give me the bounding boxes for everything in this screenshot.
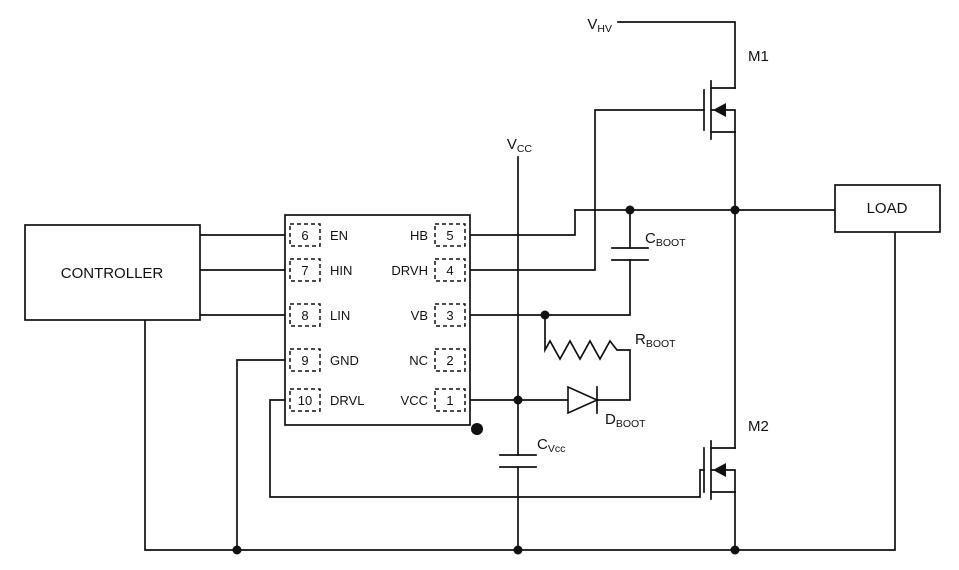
vhv-supply-label: VHV: [587, 16, 612, 35]
cboot-label: CBOOT: [645, 230, 686, 249]
m2-label: M2: [748, 418, 769, 435]
pin-box-2: [434, 348, 466, 372]
dboot-label: DBOOT: [605, 411, 646, 430]
pin-name-drvl: DRVL: [330, 393, 364, 408]
pin-name-hb: HB: [410, 228, 428, 243]
pin-box-1: [434, 388, 466, 412]
pin-number-9: 9: [301, 353, 308, 368]
pin-box-5: [434, 223, 466, 247]
wire-vhv-to-m1-drain: [617, 21, 736, 89]
pin-number-3: 3: [446, 308, 453, 323]
cvcc-label: CVcc: [537, 436, 565, 455]
junction-vb-rboot: [540, 310, 550, 320]
wire-gnd-pin-to-rail: [236, 359, 286, 551]
junction-m2-rail: [730, 545, 740, 555]
pin-box-6: [289, 223, 321, 247]
wire-drvh-to-m1-gate: [469, 109, 705, 271]
vcc-supply-label: VCC: [507, 136, 533, 155]
m2-body-arrow-icon: [713, 463, 726, 477]
pin-name-en: EN: [330, 228, 348, 243]
load-label: LOAD: [867, 200, 908, 217]
ic-box: [284, 214, 471, 426]
pin-name-nc: NC: [409, 353, 428, 368]
wire-rboot-dboot-link: [544, 314, 631, 401]
pin-number-4: 4: [446, 263, 453, 278]
pin-number-5: 5: [446, 228, 453, 243]
junction-cvcc-rail: [513, 545, 523, 555]
pin-name-drvh: DRVH: [391, 263, 428, 278]
dboot-anode-triangle: [567, 385, 599, 415]
pin-number-6: 6: [301, 228, 308, 243]
pin-number-10: 10: [298, 393, 312, 408]
pin-box-8: [289, 303, 321, 327]
junction-vcc-pin: [513, 395, 523, 405]
wire-hb-to-switch-node: [469, 209, 576, 236]
m1-label: M1: [748, 48, 769, 65]
pin-name-lin: LIN: [330, 308, 350, 323]
cboot-capacitor: [611, 247, 649, 261]
pin-number-2: 2: [446, 353, 453, 368]
wire-drvl-to-m2-gate: [269, 399, 705, 498]
wire-vb-to-cboot: [469, 259, 631, 316]
ic-pins: 6 7 8 9 10 EN HIN LIN GND DRVL 5 4 3 2 1…: [289, 223, 466, 412]
m1-body-arrow-icon: [713, 103, 726, 117]
pin-number-1: 1: [446, 393, 453, 408]
m2-mosfet: [703, 440, 736, 500]
wire-ground-rail: [144, 231, 896, 551]
dboot-diode: [567, 385, 599, 415]
pin-box-10: [289, 388, 321, 412]
pin-number-7: 7: [301, 263, 308, 278]
junction-m1-switchnode: [730, 205, 740, 215]
junction-cboot-switchnode: [625, 205, 635, 215]
m1-mosfet: [703, 80, 736, 140]
pin-name-hin: HIN: [330, 263, 352, 278]
controller-label: CONTROLLER: [61, 265, 164, 282]
pin-name-gnd: GND: [330, 353, 359, 368]
pin-box-3: [434, 303, 466, 327]
pin-box-7: [289, 258, 321, 282]
pin1-indicator-dot: [471, 423, 483, 435]
pin-box-4: [434, 258, 466, 282]
pin-name-vb: VB: [411, 308, 428, 323]
pin-number-8: 8: [301, 308, 308, 323]
load-box: [834, 184, 941, 233]
pin-box-9: [289, 348, 321, 372]
pin-name-vcc: VCC: [401, 393, 428, 408]
controller-box: [24, 224, 201, 321]
cvcc-capacitor: [499, 454, 537, 468]
rboot-label: RBOOT: [635, 331, 676, 350]
junction-gnd-rail: [232, 545, 242, 555]
